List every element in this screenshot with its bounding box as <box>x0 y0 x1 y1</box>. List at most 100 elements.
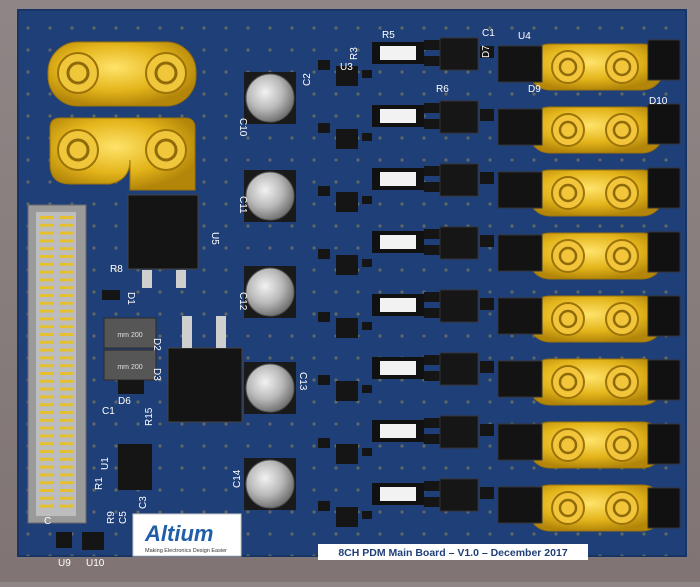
connector-pin <box>40 496 54 500</box>
board-title-block: 8CH PDM Main Board – V1.0 – December 201… <box>318 544 588 560</box>
screw-terminal-icon <box>57 52 187 171</box>
smd-part <box>424 166 440 176</box>
label-u5: U5 <box>209 232 220 245</box>
connector-pin <box>40 262 54 266</box>
capacitor-can <box>245 171 295 221</box>
smd-resistor <box>362 448 372 456</box>
connector-pin <box>40 481 54 485</box>
connector-pin <box>60 340 74 344</box>
connector-pin <box>60 473 74 477</box>
connector-pin <box>60 286 74 290</box>
smd-diode <box>480 235 494 247</box>
connector-pin <box>60 239 74 243</box>
connector-pin <box>40 340 54 344</box>
smd-resistor <box>318 312 330 322</box>
smd-diode <box>480 361 494 373</box>
smd-diode <box>480 424 494 436</box>
screw-terminal-icon <box>605 428 639 462</box>
smd-part <box>424 371 440 381</box>
output-component <box>647 231 681 273</box>
screw-terminal-icon <box>605 491 639 525</box>
smd-diode <box>480 172 494 184</box>
connector-pin <box>40 278 54 282</box>
output-mosfet <box>497 423 543 461</box>
smd-part <box>424 245 440 255</box>
connector-pin <box>60 395 74 399</box>
smd-resistor <box>362 70 372 78</box>
output-pad <box>527 232 665 280</box>
screw-terminal-icon <box>605 113 639 147</box>
regulator-u2 <box>167 316 243 423</box>
connector-pin <box>60 457 74 461</box>
connector-pin <box>40 317 54 321</box>
screw-terminal-icon <box>551 176 585 210</box>
connector-pin <box>60 403 74 407</box>
screw-terminal-icon <box>551 239 585 273</box>
connector-pin <box>40 286 54 290</box>
connector-pin <box>60 278 74 282</box>
smd-part <box>424 40 440 50</box>
screw-terminal-icon <box>551 113 585 147</box>
label-u3: U3 <box>340 62 353 73</box>
output-mosfet <box>497 234 543 272</box>
connector-pin <box>60 442 74 446</box>
screw-hole-icon <box>612 435 632 455</box>
label-d1: D1 <box>125 292 136 305</box>
connector-pin <box>60 434 74 438</box>
mosfet <box>439 352 479 386</box>
smd-pad <box>118 380 144 394</box>
smd-resistor <box>318 501 330 511</box>
shunt-resistor-top <box>380 298 416 312</box>
shunt-resistor-top <box>380 235 416 249</box>
channel-row <box>318 478 665 532</box>
output-column <box>647 39 681 529</box>
connector-pin <box>60 504 74 508</box>
mosfet <box>439 289 479 323</box>
channel-array <box>318 37 665 532</box>
capacitor-can <box>245 267 295 317</box>
connector-pin <box>40 356 54 360</box>
driver-ic <box>336 318 358 338</box>
screw-terminal-icon <box>605 365 639 399</box>
screw-hole-icon <box>558 372 578 392</box>
driver-ic <box>336 192 358 212</box>
connector-pin <box>60 465 74 469</box>
inductor-label: mm 200 <box>117 364 142 371</box>
mosfet <box>439 415 479 449</box>
smd-resistor <box>362 196 372 204</box>
output-pad <box>527 421 665 469</box>
connector-pin <box>40 442 54 446</box>
power-terminal-block <box>47 41 197 191</box>
smd-diode <box>480 109 494 121</box>
driver-ic <box>336 66 358 86</box>
shunt-resistor-top <box>380 109 416 123</box>
output-component <box>647 167 681 209</box>
output-component <box>647 359 681 401</box>
output-pad <box>527 358 665 406</box>
shunt-resistor-top <box>380 46 416 60</box>
connector-pin <box>40 434 54 438</box>
connector-pin <box>40 372 54 375</box>
screw-hole-icon <box>558 435 578 455</box>
label-c2: C2 <box>302 73 313 86</box>
mosfet <box>439 226 479 260</box>
connector-pin <box>40 325 54 329</box>
screw-hole-icon <box>558 120 578 140</box>
connector-pin <box>60 364 74 368</box>
connector-pin <box>40 379 54 383</box>
output-pad <box>527 484 665 532</box>
label-u1: U1 <box>100 457 111 470</box>
shunt-resistor-top <box>380 487 416 501</box>
screw-hole-icon <box>612 246 632 266</box>
capacitor-can <box>245 363 295 413</box>
screw-hole-icon <box>558 246 578 266</box>
connector-pin <box>40 473 54 477</box>
connector-pin <box>60 223 74 227</box>
connector-pin <box>40 301 54 305</box>
connector-pin <box>60 309 74 313</box>
label-r5: R5 <box>382 30 395 41</box>
connector-pin <box>40 387 54 391</box>
altium-tagline: Making Electronics Design Easier <box>145 548 227 554</box>
mosfet <box>439 478 479 512</box>
connector-pin <box>60 489 74 492</box>
